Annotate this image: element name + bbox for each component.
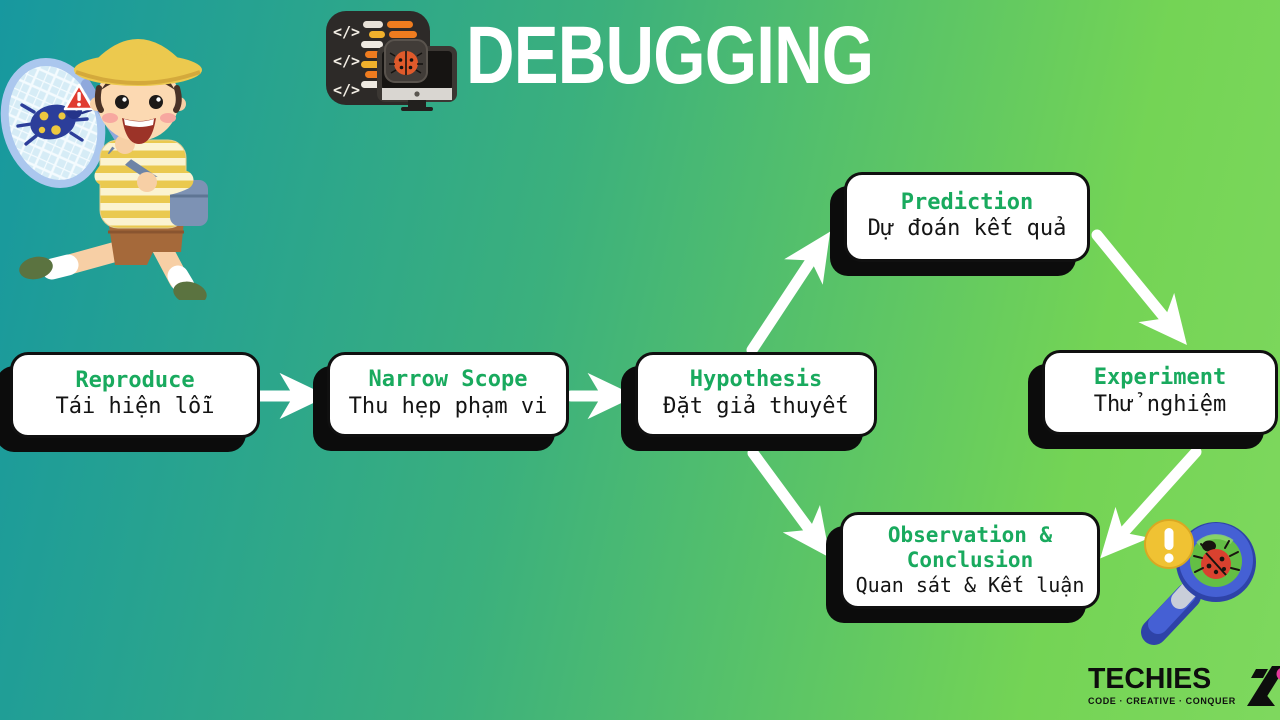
arrow-hypothesis-to-prediction xyxy=(746,231,831,356)
techies-n-mark-icon xyxy=(1246,666,1280,706)
brand-name: TECHIES xyxy=(1088,663,1212,695)
ladybug-icon xyxy=(389,51,423,75)
ladybug-icon xyxy=(1193,540,1240,579)
kid-bug-catcher-illustration xyxy=(0,39,208,300)
step-subtitle: Dự đoán kết quả xyxy=(867,216,1067,242)
step-subtitle: Tái hiện lỗi xyxy=(55,394,215,420)
arrow-prediction-to-experiment xyxy=(1091,229,1187,346)
brand-tagline: CODE · CREATIVE · CONQUER xyxy=(1088,696,1236,706)
step-hypothesis: Hypothesis Đặt giả thuyết xyxy=(635,352,877,437)
step-prediction: Prediction Dự đoán kết quả xyxy=(844,172,1090,262)
step-subtitle: Thu hẹp phạm vi xyxy=(348,393,548,419)
brand-logo: TECHIES CODE · CREATIVE · CONQUER xyxy=(1088,662,1280,708)
step-label: Narrow Scope xyxy=(368,367,528,393)
page-title: DEBUGGING xyxy=(466,10,874,101)
svg-text:</>: </> xyxy=(333,81,360,99)
step-observation-conclusion: Observation & Conclusion Quan sát & Kết … xyxy=(840,512,1100,609)
warning-triangle-icon xyxy=(63,83,95,111)
step-label: Reproduce xyxy=(75,367,195,393)
svg-text:</>: </> xyxy=(333,23,360,41)
code-editor-bug-icon: </> </> </> xyxy=(326,11,457,111)
explorer-hat xyxy=(74,39,202,86)
magnifier-bug-alert-icon xyxy=(1141,519,1256,645)
step-reproduce: Reproduce Tái hiện lỗi xyxy=(10,352,260,438)
kid-legs xyxy=(19,236,207,300)
step-subtitle: Quan sát & Kết luận xyxy=(855,572,1085,597)
exclamation-badge-icon xyxy=(1144,519,1194,569)
svg-text:</>: </> xyxy=(333,52,360,70)
step-label: Hypothesis xyxy=(689,367,823,393)
step-label: Experiment xyxy=(1093,365,1227,391)
step-narrow-scope: Narrow Scope Thu hẹp phạm vi xyxy=(327,352,569,437)
step-experiment: Experiment Thử nghiệm xyxy=(1042,350,1278,435)
bug-in-net-icon xyxy=(16,83,95,146)
step-subtitle: Đặt giả thuyết xyxy=(663,393,849,419)
step-subtitle: Thử nghiệm xyxy=(1093,391,1227,417)
step-label: Observation & Conclusion xyxy=(887,523,1053,572)
step-label: Prediction xyxy=(900,189,1034,215)
arrow-hypothesis-to-observation xyxy=(747,447,831,558)
